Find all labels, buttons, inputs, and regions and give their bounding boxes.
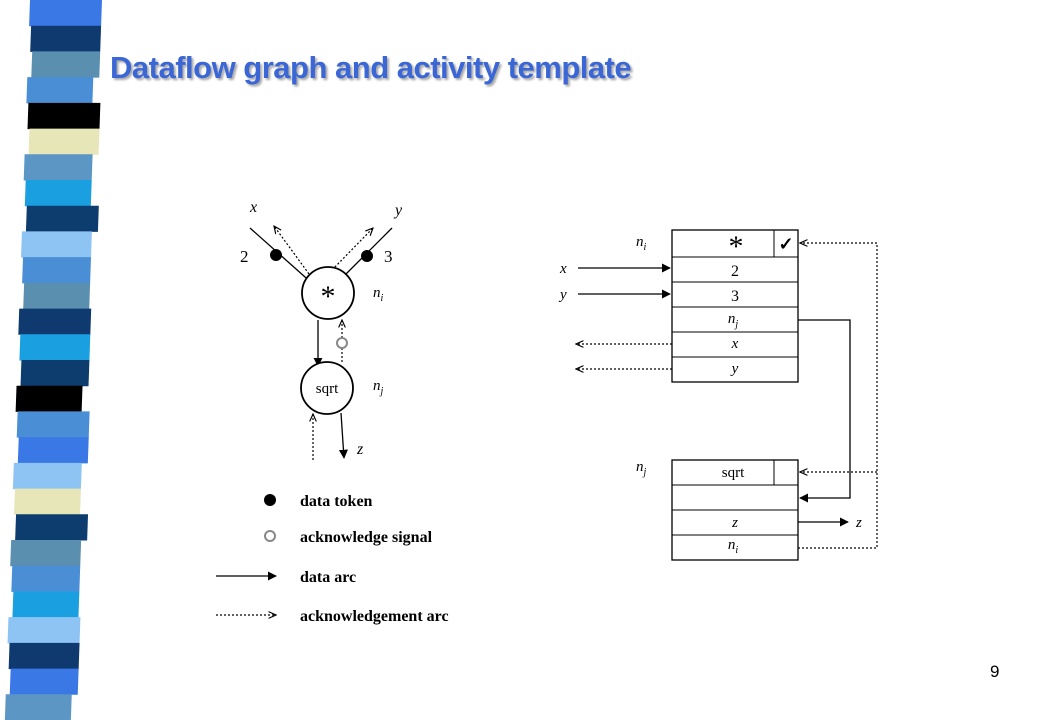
legend-acknowledge-signal-label: acknowledge signal: [300, 529, 433, 546]
stripe-segment: [26, 77, 94, 104]
template-sqrt-op: sqrt: [722, 465, 745, 481]
multiply-node-label: ni: [373, 285, 384, 304]
sqrt-node-op: sqrt: [316, 381, 339, 397]
stripe-segment: [15, 385, 83, 412]
stripe-segment: [14, 488, 81, 515]
stripe-segment: [29, 0, 102, 27]
data-token-left: [270, 249, 282, 261]
stripe-segment: [18, 308, 92, 335]
graph-input-y-label: y: [393, 202, 403, 219]
stripe-segment: [4, 694, 72, 720]
template-mult-ack-x: x: [731, 336, 739, 352]
data-token-right: [361, 250, 373, 262]
ack-arc-y-out: [331, 228, 373, 271]
template-ack-arc-sqrt-to-mult: [798, 243, 878, 549]
stripe-segment: [23, 282, 91, 310]
template-mult-dest: nj: [728, 311, 739, 330]
decorative-stripes: [4, 0, 102, 720]
stripe-segment: [8, 642, 80, 670]
template-mult-operand-2: 2: [731, 263, 739, 280]
stripe-segment: [9, 668, 79, 695]
stripe-segment: [11, 565, 81, 592]
stripe-segment: [23, 154, 93, 181]
stripe-segment: [20, 360, 90, 387]
multiply-node: [301, 266, 355, 320]
multiply-node-op: *: [321, 280, 336, 313]
stripe-segment: [16, 411, 90, 438]
stripe-segment: [30, 25, 102, 52]
data-arc-z-out: [338, 412, 348, 459]
graph-output-z-label: z: [356, 441, 364, 458]
stripe-segment: [31, 51, 101, 78]
graph-input-x-label: x: [249, 199, 257, 216]
template-mult-label: ni: [636, 234, 647, 253]
stripe-segment: [28, 128, 100, 155]
stripe-segment: [25, 205, 99, 232]
check-icon: ✓: [778, 234, 793, 254]
stripe-segment: [12, 591, 80, 618]
template-data-arc-mult-to-sqrt: [798, 319, 851, 503]
legend-data-arc-label: data arc: [300, 569, 356, 586]
data-arc-x-in: [249, 227, 315, 286]
stripe-segment: [19, 334, 91, 361]
template-input-x-label: x: [559, 261, 567, 277]
stripe-segment: [27, 102, 101, 130]
stripe-segment: [22, 257, 92, 284]
template-mult-ack-y: y: [730, 361, 739, 377]
page-number: 9: [990, 662, 1000, 681]
dataflow-graph: x y 2 3 * ni sqrt nj z: [240, 199, 403, 460]
activity-template-multiply: ni * ✓ 2 3 nj x y x y: [558, 229, 799, 383]
sqrt-node-label: nj: [373, 378, 384, 397]
activity-template-sqrt: nj sqrt z ni z: [636, 459, 862, 561]
legend-acknowledge-signal-icon: [264, 530, 276, 542]
template-sqrt-label: nj: [636, 459, 647, 478]
template-mult-operand-3: 3: [731, 288, 739, 305]
template-sqrt-ack-dest: ni: [728, 537, 739, 556]
template-input-y-label: y: [558, 287, 567, 303]
legend-data-token-label: data token: [300, 493, 373, 510]
template-mult-op: *: [729, 230, 744, 263]
stripe-segment: [17, 437, 89, 464]
template-output-z-label: z: [855, 515, 862, 531]
slide-title: Dataflow graph and activity template: [110, 50, 632, 85]
template-sqrt-dest-z: z: [731, 515, 738, 531]
stripe-segment: [21, 231, 92, 258]
legend: data token acknowledge signal data arc a…: [216, 493, 449, 625]
acknowledge-signal-marker: [336, 337, 348, 349]
stripe-segment: [24, 180, 92, 207]
stripe-segment: [7, 617, 81, 644]
stripe-segment: [10, 540, 82, 567]
legend-ack-arc-label: acknowledgement arc: [300, 608, 449, 625]
token-left-value: 2: [240, 247, 249, 266]
ack-arc-x-out: [274, 226, 310, 275]
stripe-segment: [15, 514, 89, 541]
stripe-segment: [12, 462, 82, 490]
sqrt-node: [300, 361, 354, 415]
legend-data-token-icon: [264, 494, 276, 506]
token-right-value: 3: [384, 247, 393, 266]
